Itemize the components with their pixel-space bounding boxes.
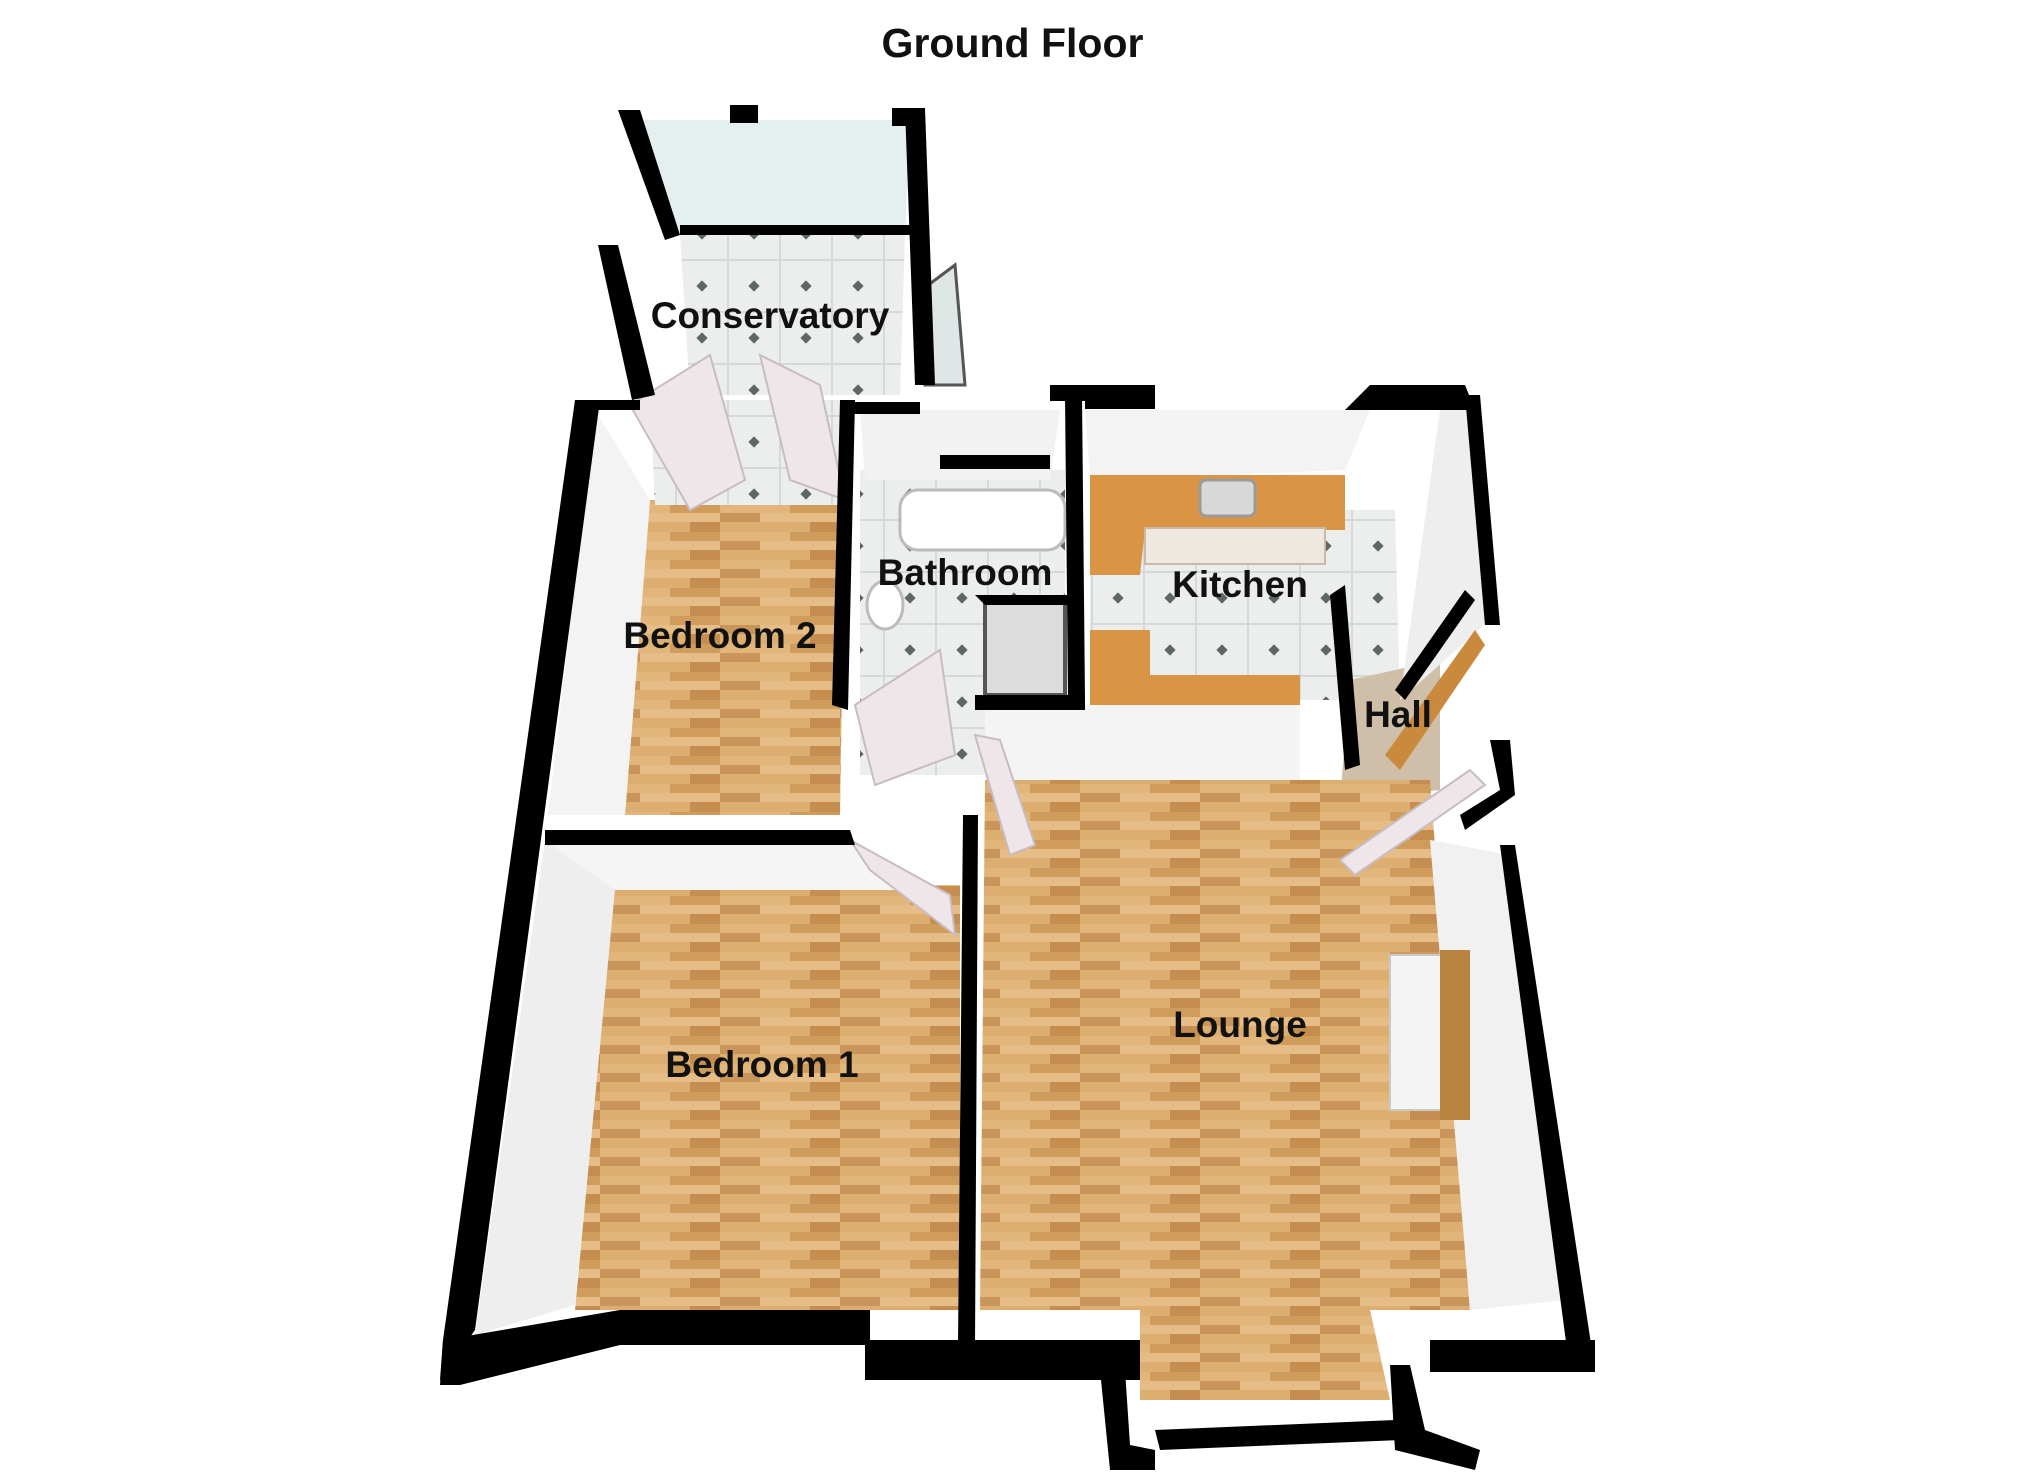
bedroom1-door <box>849 839 957 938</box>
wall-bed1-lounge-divider <box>958 815 978 1345</box>
wall-lounge-right <box>1500 845 1595 1372</box>
room-label-conservatory: Conservatory <box>651 295 890 336</box>
room-label-bathroom: Bathroom <box>878 552 1053 593</box>
wall-lounge-bottom-right <box>1430 1340 1595 1372</box>
bedroom2-floor <box>625 500 845 815</box>
wall-shower <box>975 595 1068 605</box>
wall-bay-left <box>1100 1370 1155 1470</box>
conservatory-floor <box>680 235 905 395</box>
bedroom2-left-inner-wall <box>548 410 650 815</box>
bathroom-back-inner-wall <box>860 410 1060 480</box>
lounge-floor <box>980 780 1470 1310</box>
toilet <box>865 579 905 631</box>
kitchen-cupboards <box>1144 527 1326 565</box>
room-label-hall: Hall <box>1364 694 1432 735</box>
hall-door <box>1338 768 1487 877</box>
wall-conservatory-mullion <box>730 105 758 123</box>
wall-lounge-right-stub <box>1460 740 1515 830</box>
room-label-lounge: Lounge <box>1173 1004 1307 1045</box>
floor-title: Ground Floor <box>881 20 1144 66</box>
fireplace-mantel <box>1440 950 1470 1120</box>
kitchen-worktop-top <box>1090 475 1345 575</box>
wall-bay-bottom <box>1155 1420 1400 1450</box>
hall-floor <box>1340 660 1440 800</box>
bathroom-door <box>853 648 957 787</box>
bedroom1-floor <box>575 885 960 1310</box>
wall-bottom-mid <box>865 1340 1140 1380</box>
kitchen-bottom-inner-wall <box>985 705 1300 780</box>
wall-conservatory-left-lower <box>598 245 655 400</box>
wall-hall-right <box>1395 590 1475 700</box>
wall-bathroom-top-niche <box>940 455 1050 469</box>
conservatory-back-glass <box>640 120 910 235</box>
wall-bedroom2-top-left <box>575 400 640 410</box>
kitchen-right-inner-wall <box>1400 410 1490 700</box>
lounge-bay-floor <box>1140 1310 1390 1400</box>
room-label-kitchen: Kitchen <box>1172 564 1308 605</box>
room-label-bedroom1: Bedroom 1 <box>665 1044 858 1085</box>
front-door <box>1385 630 1485 770</box>
kitchen-back-inner-wall <box>1085 410 1370 480</box>
lounge-door-top <box>973 733 1037 857</box>
wall-kitchen-right <box>1465 395 1500 625</box>
bedroom1-top-inner-wall <box>545 840 900 890</box>
wall-bay-right <box>1390 1365 1480 1470</box>
wall-kitchen-top-left <box>1085 395 1155 409</box>
wall-kitchen-inner-right <box>1330 585 1360 770</box>
wall-kitchen-top-right <box>1345 385 1475 410</box>
conservatory-door-left <box>628 353 747 512</box>
wall-conservatory-left <box>618 110 680 240</box>
wall-bed2-bed1-divider <box>545 830 855 845</box>
room-label-bedroom2: Bedroom 2 <box>623 615 816 656</box>
wall-bathroom-left <box>832 400 855 710</box>
bedroom1-left-inner-wall <box>475 840 615 1335</box>
kitchen-worktop-bottom <box>1090 630 1300 705</box>
wall-conservatory-right <box>905 108 935 385</box>
shower-tray <box>983 598 1067 697</box>
kitchen-sink <box>1198 478 1257 518</box>
fireplace-hearth <box>1389 954 1446 1111</box>
wall-bathroom-top-left <box>840 402 920 414</box>
wall-bottom-left <box>440 1310 870 1385</box>
wall-conservatory-back <box>680 225 910 235</box>
wall-left-outer <box>440 400 600 1380</box>
bath-tub <box>898 488 1067 552</box>
wall-bathroom-bottom <box>975 695 1085 710</box>
wall-bathroom-right <box>1065 395 1085 700</box>
